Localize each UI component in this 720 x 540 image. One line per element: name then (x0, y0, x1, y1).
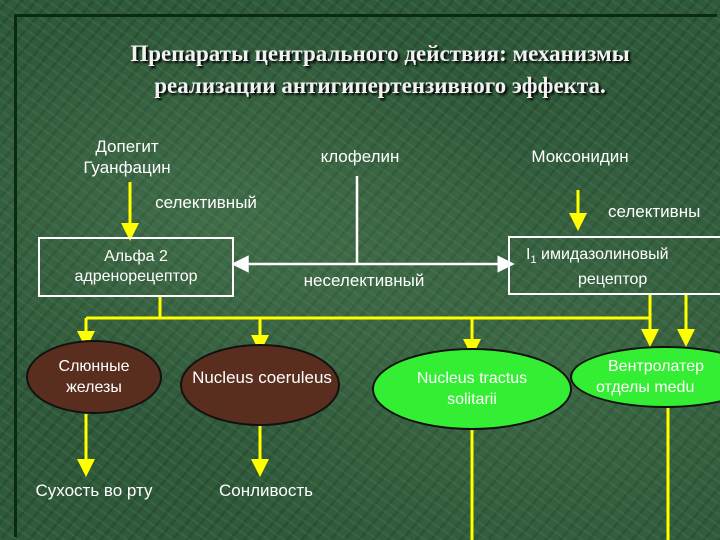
label-nonselective: неселективный (303, 271, 425, 290)
node-salivary-glands: Слюнные железы (26, 340, 162, 414)
ventro-line-2: отделы medu (596, 379, 695, 396)
slide-title: Препараты центрального действия: механиз… (70, 38, 690, 102)
drug-clonidine: клофелин (320, 147, 400, 166)
node-nucleus-tractus: Nucleus tractus solitarii (372, 348, 572, 430)
label-selective-left: селективный (155, 193, 257, 212)
effect-sleepiness: Сонливость (219, 481, 313, 500)
tractus-line-1: Nucleus tractus (416, 370, 528, 387)
node-ventrolateral: Вентролатер отделы medu (570, 346, 720, 408)
effect-dry-mouth: Сухость во рту (35, 481, 153, 500)
alpha2-line-2: адренорецептор (74, 268, 198, 285)
title-line-1: Препараты центрального действия: механиз… (130, 41, 630, 66)
drug-left: Допегит Гуанфацин (52, 136, 202, 178)
drug-moxonidine: Моксонидин (531, 147, 629, 166)
salivary-line-1: Слюнные (58, 358, 130, 375)
node-nucleus-coeruleus (180, 344, 340, 426)
i1-receptor-box: I1 имидазолиновый рецептор (508, 236, 720, 295)
i1-line-2: рецептор (578, 271, 648, 289)
i1-prefix: I (526, 246, 531, 263)
i1-subscript: 1 (530, 254, 537, 267)
label-selective-right: селективны (608, 202, 701, 221)
alpha2-line-1: Альфа 2 (104, 248, 168, 265)
title-line-2: реализации антигипертензивного эффекта. (154, 73, 606, 98)
label-nucleus-coeruleus: Nucleus coeruleus (192, 368, 332, 387)
i1-line-1-rest: имидазолиновый (536, 246, 669, 263)
tractus-line-2: solitarii (447, 391, 497, 408)
alpha2-receptor-box: Альфа 2 адренорецептор (38, 237, 234, 297)
drug-guanfacine: Гуанфацин (83, 158, 171, 177)
i1-line-1: I1 имидазолиновый (526, 245, 720, 270)
ventro-line-1: Вентролатер (608, 358, 705, 375)
salivary-line-2: железы (66, 379, 122, 396)
drug-dopegit: Допегит (95, 137, 159, 156)
slide-frame (14, 14, 717, 537)
